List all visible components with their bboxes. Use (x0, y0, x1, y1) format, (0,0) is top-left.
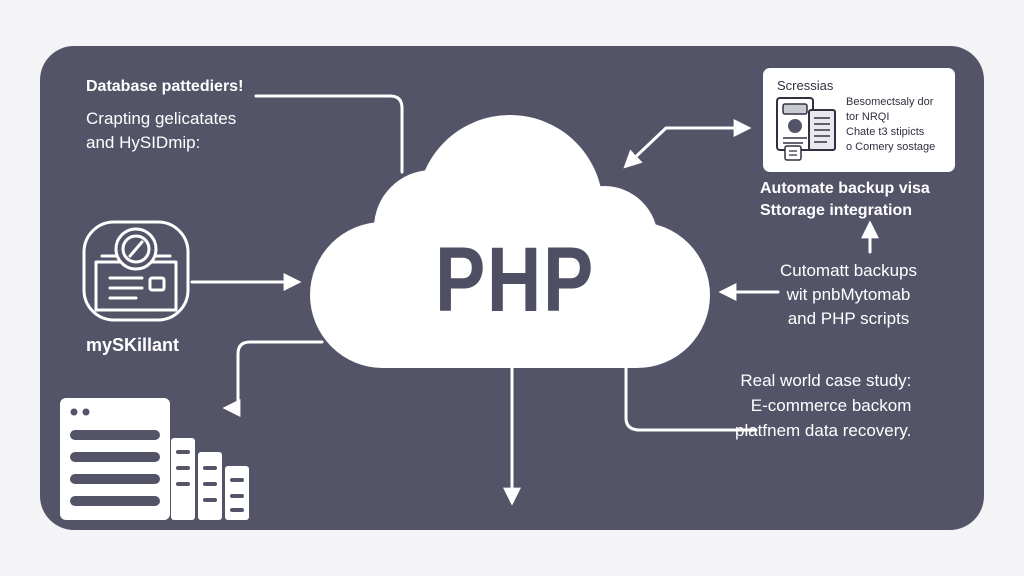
card-text-line: Chate t3 stipicts (846, 126, 925, 138)
right-mid-line: wit pnbMytomab (786, 285, 911, 304)
top-left-heading: Database pattediers! (86, 78, 244, 95)
top-left-line: Crapting gelicatates (86, 109, 237, 128)
database-card-icon (82, 220, 190, 322)
right-mid-line: and PHP scripts (787, 309, 910, 328)
card-title: Scressias (777, 78, 834, 93)
right-bottom-line: platfnem data recovery. (735, 421, 912, 440)
php-label: PHP (434, 229, 596, 331)
top-left-line: and HySIDmip: (86, 133, 201, 152)
right-bottom-line: E-commerce backom (750, 396, 912, 415)
document-icon (776, 97, 836, 161)
card-text-line: Besomectsaly dor (846, 96, 934, 108)
cloud-icon (310, 115, 710, 368)
top-left-annotation: Database pattediers! Crapting gelicatate… (86, 75, 243, 155)
screenshot-card: Scressias Besomectsaly dor tor NRQI Chat… (763, 68, 955, 172)
mysql-label: mySKillant (86, 335, 180, 355)
connector-server (222, 340, 324, 417)
right-mid-line: Cutomatt backups (780, 261, 918, 280)
connector-card (623, 119, 752, 169)
right-title-line: Sttorage integration (760, 202, 913, 219)
right-bottom-line: Real world case study: (740, 371, 912, 390)
card-text-line: tor NRQI (846, 111, 890, 123)
connector-top-left (254, 94, 404, 174)
server-rack-icon (60, 398, 249, 520)
right-title-line: Automate backup visa (760, 180, 930, 197)
right-mid-annotation: Cutomatt backups wit pnbMytomab and PHP … (780, 259, 917, 331)
right-title-annotation: Automate backup visa Sttorage integratio… (760, 178, 930, 222)
card-text-line: o Comery sostage (846, 141, 936, 153)
right-bottom-annotation: Real world case study: E-commerce backom… (735, 368, 911, 443)
connector-right-bottom (624, 366, 758, 432)
